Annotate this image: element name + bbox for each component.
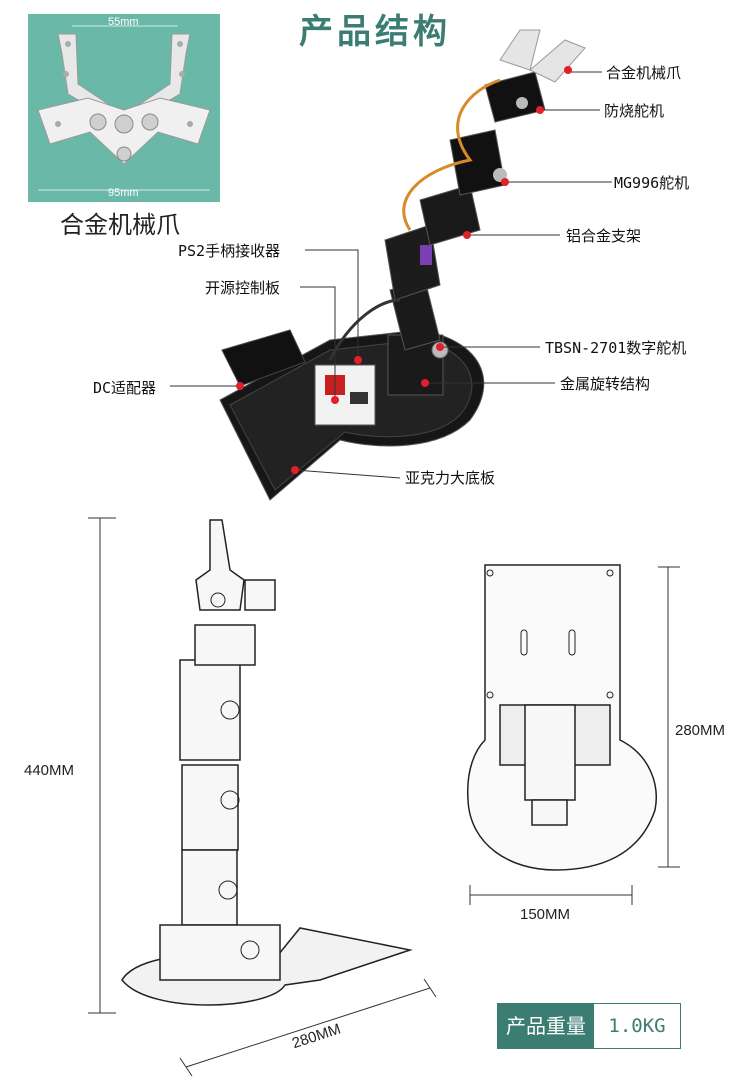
callout-alloy-claw: 合金机械爪 [606, 64, 682, 82]
inset-caption: 合金机械爪 [60, 211, 180, 239]
claw-illustration [37, 25, 211, 191]
callout-control-board: 开源控制板 [205, 279, 281, 297]
callout-dc-adapter: DC适配器 [93, 379, 157, 397]
callout-acrylic-base: 亚克力大底板 [405, 469, 496, 487]
callout-anti-burn-servo: 防烧舵机 [604, 102, 665, 120]
weight-badge: 产品重量 1.0KG [497, 1003, 681, 1049]
plate-width-label: 150MM [520, 906, 571, 923]
top-view-drawing [466, 564, 680, 905]
callout-rotation-structure: 金属旋转结构 [560, 375, 651, 393]
side-dimension-drawing [88, 517, 437, 1077]
weight-label: 产品重量 [498, 1004, 594, 1048]
callout-mg996-servo: MG996舵机 [614, 174, 690, 192]
weight-value: 1.0KG [594, 1004, 680, 1048]
inset-top-dimension: 55mm [108, 16, 139, 28]
callout-aluminum-bracket: 铝合金支架 [566, 227, 642, 245]
height-dimension-label: 440MM [24, 762, 75, 779]
callout-tbsn-servo: TBSN-2701数字舵机 [545, 339, 687, 357]
plate-height-label: 280MM [675, 722, 726, 739]
robot-arm-illustration [170, 29, 612, 501]
claw-inset-photo: 55mm 95mm [28, 14, 220, 202]
callout-ps2-receiver: PS2手柄接收器 [178, 242, 281, 260]
page-title: 产品结构 [299, 12, 451, 52]
